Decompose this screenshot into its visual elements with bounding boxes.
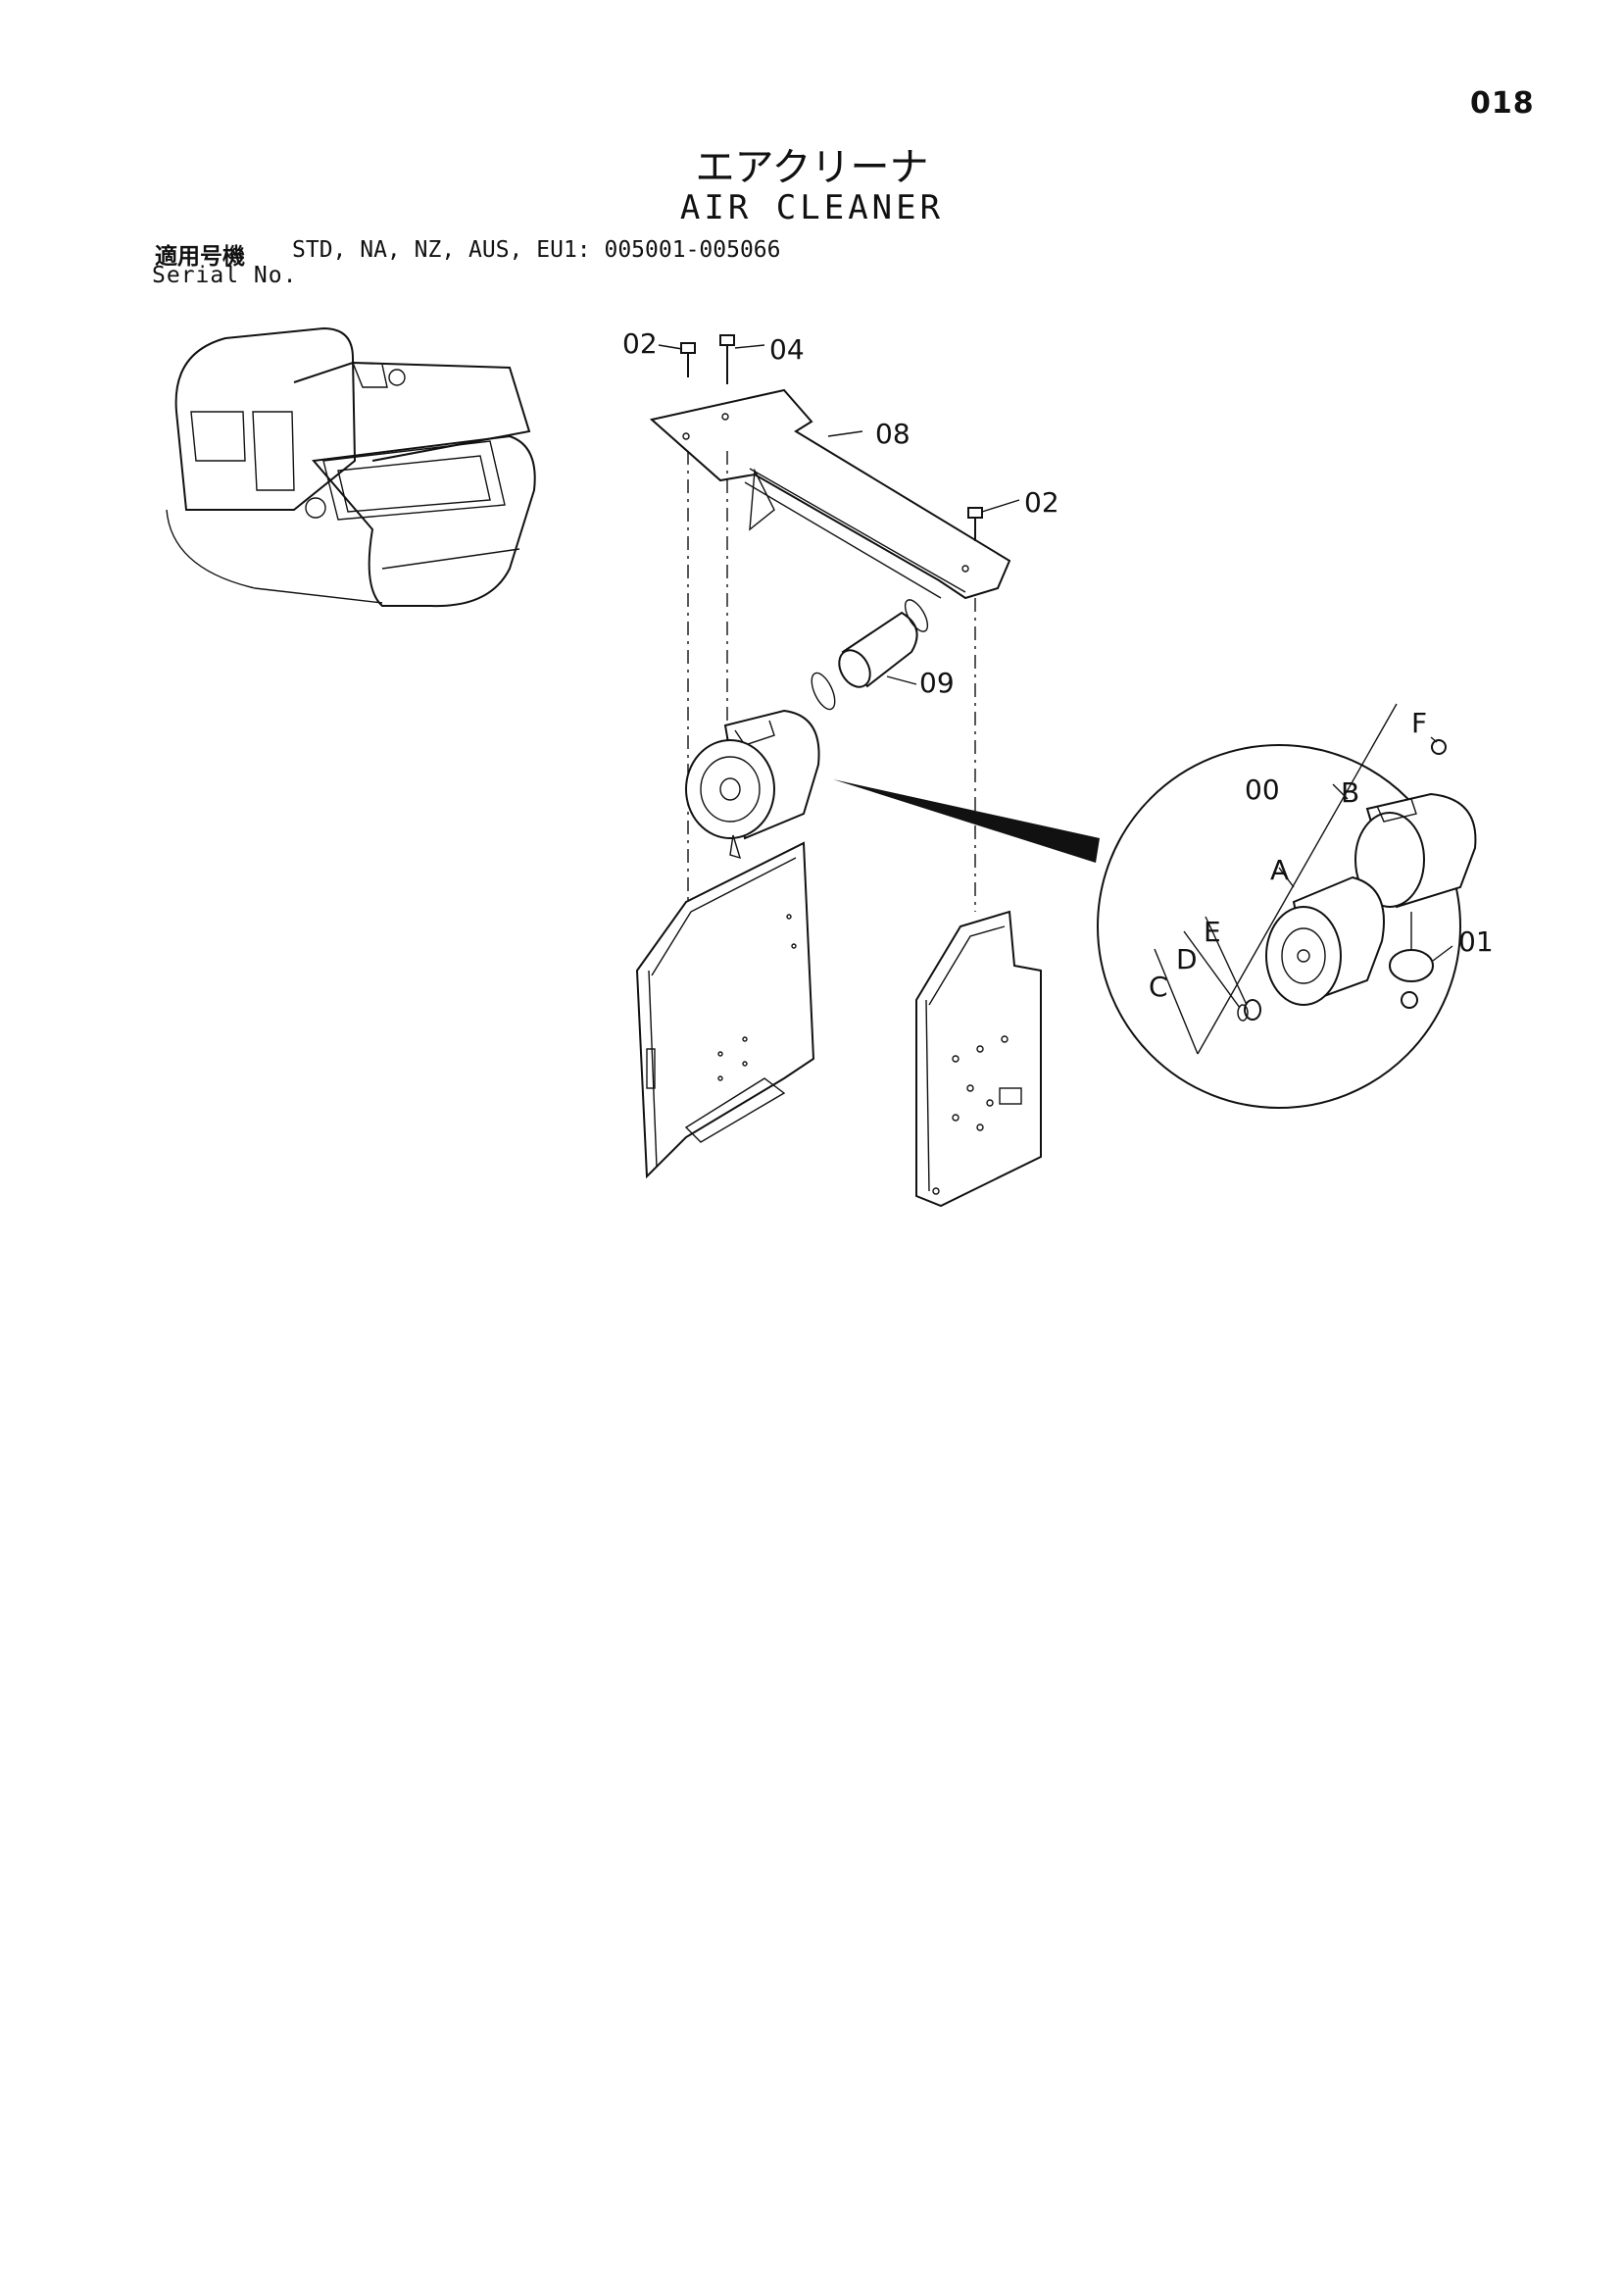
air-cleaner-assembly [685, 709, 820, 860]
callout-d: D [1176, 943, 1198, 975]
leader-04 [734, 344, 765, 349]
detail-pointer-wedge [833, 779, 1100, 863]
leader-08 [827, 430, 863, 437]
serial-label-english: Serial No. [152, 263, 298, 288]
detail-outer-housing-b [1354, 792, 1477, 909]
callout-09: 09 [919, 667, 955, 699]
detail-filter-element-a [1265, 875, 1385, 1006]
serial-label-japanese: 適用号機 [155, 244, 245, 270]
detail-wing-nut-d [1237, 999, 1261, 1022]
excavator-overview-illustration [166, 326, 536, 608]
serial-models: STD, NA, NZ, AUS, EU1: 005001-005066 [292, 237, 781, 263]
detail-leader-e [1205, 916, 1248, 1006]
side-panel-right [915, 910, 1042, 1208]
callout-c: C [1149, 971, 1168, 1003]
callout-02-left: 02 [622, 327, 658, 360]
title-japanese: エアクリーナ [695, 145, 929, 190]
detail-leader-c [1154, 948, 1199, 1055]
callout-04: 04 [769, 333, 805, 366]
bolt-02-left [680, 342, 696, 377]
callout-00: 00 [1245, 774, 1280, 806]
detail-leader-01 [1432, 945, 1453, 962]
side-panel-left [635, 841, 815, 1179]
bolt-04 [719, 334, 735, 384]
detail-valve-01 [1389, 912, 1434, 1009]
detail-leader-b [1332, 783, 1349, 800]
title-english: AIR CLEANER [679, 188, 945, 227]
callout-01: 01 [1458, 925, 1494, 958]
detail-cap-f [1431, 739, 1447, 755]
intake-hose-09 [811, 599, 929, 711]
callout-a: A [1270, 854, 1289, 886]
detail-view-circle [1097, 744, 1461, 1109]
leader-02-left [658, 344, 683, 350]
callout-f: F [1411, 707, 1427, 739]
callout-e: E [1204, 916, 1221, 948]
mounting-bracket-08 [649, 388, 1011, 600]
callout-02-right: 02 [1024, 486, 1059, 519]
leader-02-right [981, 499, 1020, 513]
page-number: 018 [1470, 86, 1535, 121]
callout-b: B [1341, 776, 1359, 809]
leader-09 [886, 675, 917, 685]
bolt-02-right [967, 507, 983, 541]
callout-08: 08 [875, 418, 910, 450]
detail-leader-a [1278, 867, 1295, 888]
detail-leader-d [1183, 930, 1241, 1009]
detail-leader-f [1430, 736, 1438, 743]
